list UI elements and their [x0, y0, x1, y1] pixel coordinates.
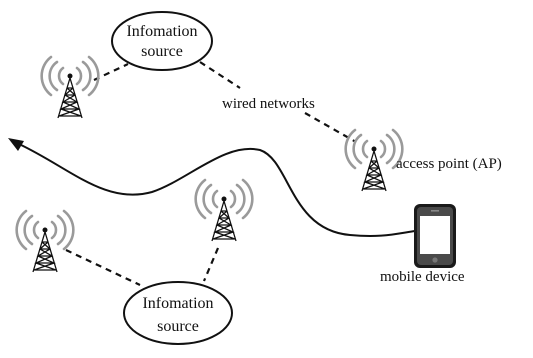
information-source-bottom: Infomation source — [123, 281, 233, 345]
wired-networks-label: wired networks — [222, 96, 315, 112]
wired-link-tower3-source — [202, 247, 220, 282]
source-bottom-line1: Infomation — [142, 295, 213, 312]
smartphone-icon — [414, 204, 456, 268]
mobility-path — [18, 143, 416, 238]
information-source-top: Infomation source — [111, 11, 213, 71]
radio-tower-icon — [194, 178, 254, 243]
wired-link-source-wired-label — [199, 61, 241, 89]
wired-link-tower2-source — [65, 249, 141, 286]
radio-tower-icon — [344, 128, 404, 193]
source-top-line2: source — [141, 43, 183, 60]
radio-tower-icon — [15, 209, 75, 274]
mobility-arrowhead — [8, 138, 24, 151]
access-point-label: access point (AP) — [396, 156, 502, 172]
radio-tower-icon — [40, 55, 100, 120]
source-top-line1: Infomation — [126, 23, 197, 40]
source-bottom-line2: source — [157, 318, 199, 335]
mobile-device-label: mobile device — [380, 269, 465, 285]
